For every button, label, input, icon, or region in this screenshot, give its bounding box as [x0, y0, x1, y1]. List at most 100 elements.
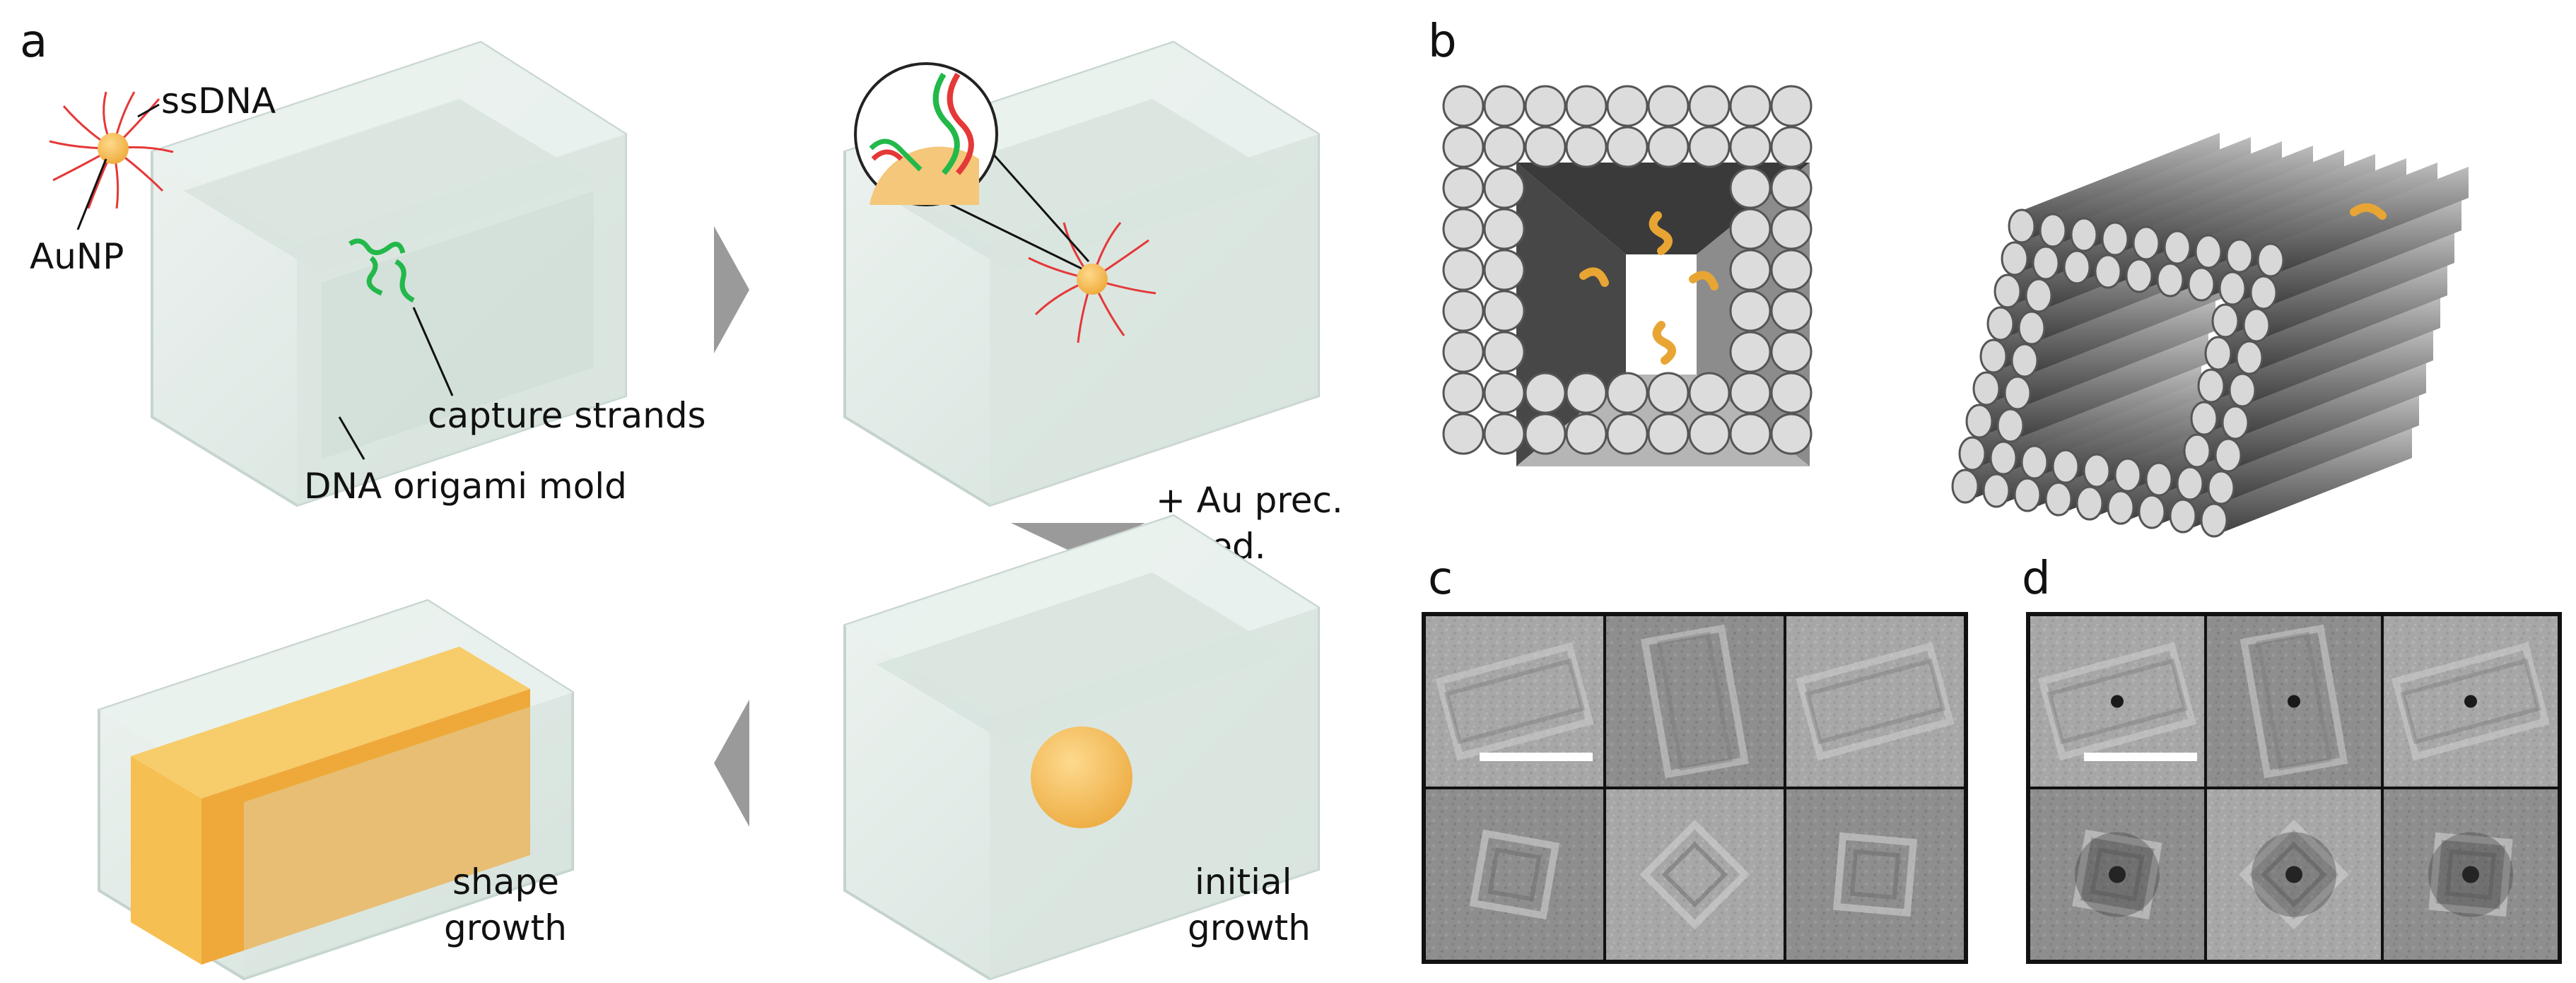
tem-image-tile — [2207, 616, 2381, 787]
panel-c: c — [1422, 553, 1968, 964]
helix-end — [1483, 126, 1526, 168]
helix-end — [1647, 372, 1690, 414]
helix-end — [1688, 413, 1731, 455]
helix-end — [1770, 249, 1813, 291]
tem-image-tile — [1426, 616, 1603, 787]
helix-end — [1442, 85, 1485, 127]
mold-perspective-view — [1951, 133, 2469, 538]
panel-c-label: c — [1428, 553, 1453, 605]
initial-growth-label-2: growth — [1188, 907, 1311, 948]
hybridization-inset — [854, 62, 998, 206]
helix-end — [1565, 372, 1608, 414]
tem-image-tile — [2384, 789, 2558, 960]
aunp-label: AuNP — [30, 236, 124, 277]
arrow-right — [714, 226, 749, 353]
helix-end — [1647, 85, 1690, 127]
helix-end — [1729, 413, 1772, 455]
helix-end — [1565, 413, 1608, 455]
helix-end — [1770, 126, 1813, 168]
helix-end — [1524, 126, 1567, 168]
helix-end — [1770, 413, 1813, 455]
helix-end — [1647, 126, 1690, 168]
helix-rod — [1996, 332, 2208, 443]
shape-growth-label-2: growth — [444, 907, 567, 948]
tem-grid-d — [2026, 612, 2562, 964]
tem-image-tile — [2030, 789, 2204, 960]
capture-strand-markers — [1579, 211, 1719, 365]
helix-rod — [2235, 264, 2447, 375]
panel-b-label: b — [1428, 16, 1457, 68]
tem-image-tile — [1426, 789, 1603, 960]
gold-nanorod — [131, 647, 530, 965]
panel-d-label: d — [2022, 553, 2051, 605]
ssdna-label: ssDNA — [161, 81, 276, 122]
helix-end — [1442, 208, 1485, 250]
tem-image-tile — [2384, 616, 2558, 787]
helix-end — [1442, 126, 1485, 168]
panel-a: a — [20, 16, 1343, 981]
panel-b: b — [1428, 16, 2469, 538]
dna-origami-mold-3 — [843, 514, 1320, 981]
tem-image-tile — [1606, 789, 1784, 960]
helix-rod — [2200, 427, 2412, 538]
panel-d: d — [2022, 553, 2562, 964]
scale-bar — [2084, 753, 2197, 761]
helix-end — [1483, 413, 1526, 455]
helix-end — [1606, 85, 1649, 127]
helix-end — [1483, 372, 1526, 414]
helix-end — [1524, 85, 1567, 127]
helix-end — [1770, 331, 1813, 373]
mold-cross-section-view — [1442, 85, 1813, 466]
capture-strands-label: capture strands — [428, 395, 706, 436]
helix-rod — [2207, 394, 2419, 505]
helix-end — [1483, 208, 1526, 250]
helix-rod — [2242, 232, 2454, 343]
helix-end — [1483, 331, 1526, 373]
precursor-label-1: + Au prec. — [1156, 480, 1343, 521]
helix-end — [1770, 372, 1813, 414]
dna-origami-mold-label: DNA origami mold — [304, 466, 627, 507]
dna-origami-mold-4 — [98, 599, 574, 981]
helix-end — [1647, 413, 1690, 455]
arrow-left — [714, 700, 749, 827]
dna-origami-mold-1 — [151, 40, 627, 507]
helix-end — [1606, 126, 1649, 168]
capture-strands — [349, 238, 415, 303]
helix-rod — [2228, 297, 2440, 408]
arrow-down — [1011, 523, 1145, 555]
tem-image-tile — [2030, 616, 2204, 787]
helix-end — [1729, 208, 1772, 250]
helix-end — [1442, 249, 1485, 291]
helix-end — [1606, 372, 1649, 414]
helix-end — [1483, 85, 1526, 127]
helix-rod — [2249, 199, 2461, 310]
shape-growth-label-1: shape — [452, 861, 559, 902]
helix-end — [1483, 249, 1526, 291]
tem-image-tile — [2207, 789, 2381, 960]
helix-end — [1483, 290, 1526, 332]
tem-image-tile — [1786, 789, 1964, 960]
helix-end — [1442, 413, 1485, 455]
capture-strand-marker — [2350, 203, 2387, 220]
helix-end — [1688, 372, 1731, 414]
initial-growth-label-1: initial — [1195, 861, 1292, 902]
helix-end — [1729, 331, 1772, 373]
gold-seed-sphere — [1031, 726, 1132, 828]
helix-end — [1442, 372, 1485, 414]
helix-rod — [2221, 329, 2433, 440]
helix-rod — [2214, 362, 2426, 473]
helix-end — [1524, 413, 1567, 455]
panel-a-label: a — [20, 16, 47, 68]
helix-end — [1729, 372, 1772, 414]
helix-end — [1606, 413, 1649, 455]
helix-end — [1729, 290, 1772, 332]
helix-end — [1442, 331, 1485, 373]
aunp-with-ssdna — [49, 91, 174, 230]
helix-rod — [2003, 300, 2215, 411]
helix-end — [1442, 290, 1485, 332]
helix-end — [1729, 249, 1772, 291]
helix-end — [1688, 85, 1731, 127]
helix-end — [1770, 208, 1813, 250]
helix-end — [1688, 126, 1731, 168]
